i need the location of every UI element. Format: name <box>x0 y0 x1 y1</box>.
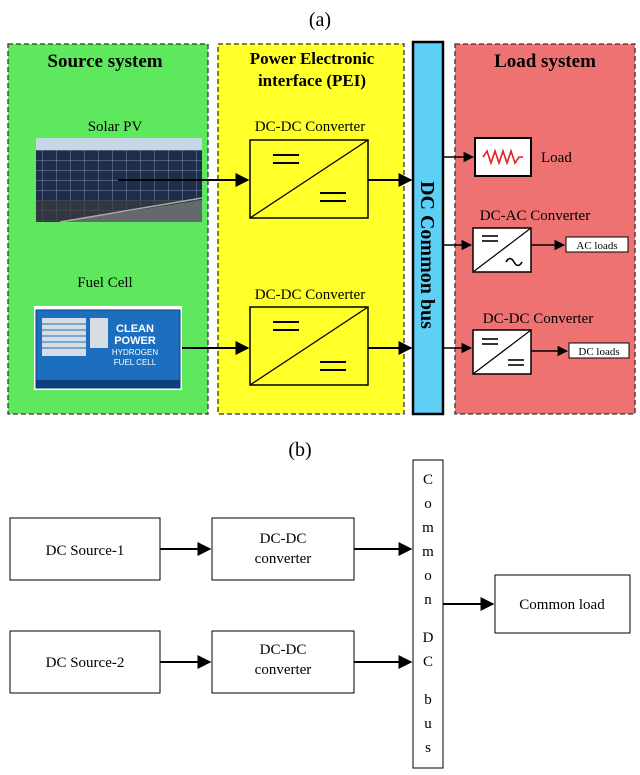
solar-pv-label: Solar PV <box>88 119 143 135</box>
panel-b-label: (b) <box>288 439 311 461</box>
dcdc-converter-b1-line2: converter <box>255 551 312 567</box>
ac-loads-box <box>565 236 629 253</box>
fuel-cell-lettering-1: CLEAN <box>116 323 154 335</box>
dc-source-2-label: DC Source-2 <box>46 655 125 671</box>
bus-letter: C <box>423 472 433 488</box>
common-dc-bus-box <box>412 459 444 769</box>
dcdc-converter-b2-line1: DC-DC <box>260 642 307 658</box>
pei-converter1-label: DC-DC Converter <box>255 119 365 135</box>
fuel-cell-image: CLEAN POWER HYDROGEN FUEL CELL <box>34 306 182 390</box>
source-system-title: Source system <box>47 51 162 72</box>
bus-letter: n <box>424 592 432 608</box>
pei-dcdc-converter-2 <box>249 306 369 386</box>
panel-a-label: (a) <box>309 9 331 31</box>
dcdc-converter-b1-box <box>211 517 355 581</box>
panel-a-arrows <box>118 151 569 357</box>
dc-common-bus-label: DC Common bus <box>416 181 438 329</box>
fuel-cell-lettering-3: HYDROGEN <box>112 348 158 357</box>
dc-source-2-box <box>9 630 161 694</box>
fuel-cell-label: Fuel Cell <box>77 275 132 291</box>
load-system-title: Load system <box>494 51 596 72</box>
ac-loads-label: AC loads <box>576 240 617 252</box>
pei-converter2-label: DC-DC Converter <box>255 287 365 303</box>
common-load-label: Common load <box>519 597 605 613</box>
bus-letter: o <box>424 496 432 512</box>
bus-letter: D <box>423 630 434 646</box>
dc-common-bus-bar <box>411 40 445 416</box>
load-label: Load <box>541 150 572 166</box>
dcac-converter-label: DC-AC Converter <box>480 208 590 224</box>
fuel-cell-lettering-2: POWER <box>114 335 156 347</box>
dc-source-1-label: DC Source-1 <box>46 543 125 559</box>
bus-letter: o <box>424 568 432 584</box>
dcdc-converter-b2-line2: converter <box>255 662 312 678</box>
dc-loads-label: DC loads <box>578 346 619 358</box>
dcdc-converter-b1-line1: DC-DC <box>260 531 307 547</box>
dc-source-1-box <box>9 517 161 581</box>
pei-title-line2: interface (PEI) <box>258 71 366 90</box>
bus-letter: b <box>424 692 432 708</box>
bus-letter: m <box>422 544 434 560</box>
bus-letter: C <box>423 654 433 670</box>
load-dcdc-converter-label: DC-DC Converter <box>483 311 593 327</box>
bus-letter: u <box>424 716 432 732</box>
bus-letter: s <box>425 740 431 756</box>
dcdc-converter-b2-box <box>211 630 355 694</box>
bus-letter: m <box>422 520 434 536</box>
common-load-box <box>494 574 631 634</box>
dc-loads-box <box>568 342 630 359</box>
load-dcdc-converter-box <box>472 329 532 375</box>
pei-title-line1: Power Electronic <box>250 49 375 68</box>
panel-b-arrows <box>160 542 495 669</box>
load-resistor-box <box>474 137 532 177</box>
pei-dcdc-converter-1 <box>249 139 369 219</box>
dcac-converter-box <box>472 227 532 273</box>
fuel-cell-lettering-4: FUEL CELL <box>114 358 157 367</box>
